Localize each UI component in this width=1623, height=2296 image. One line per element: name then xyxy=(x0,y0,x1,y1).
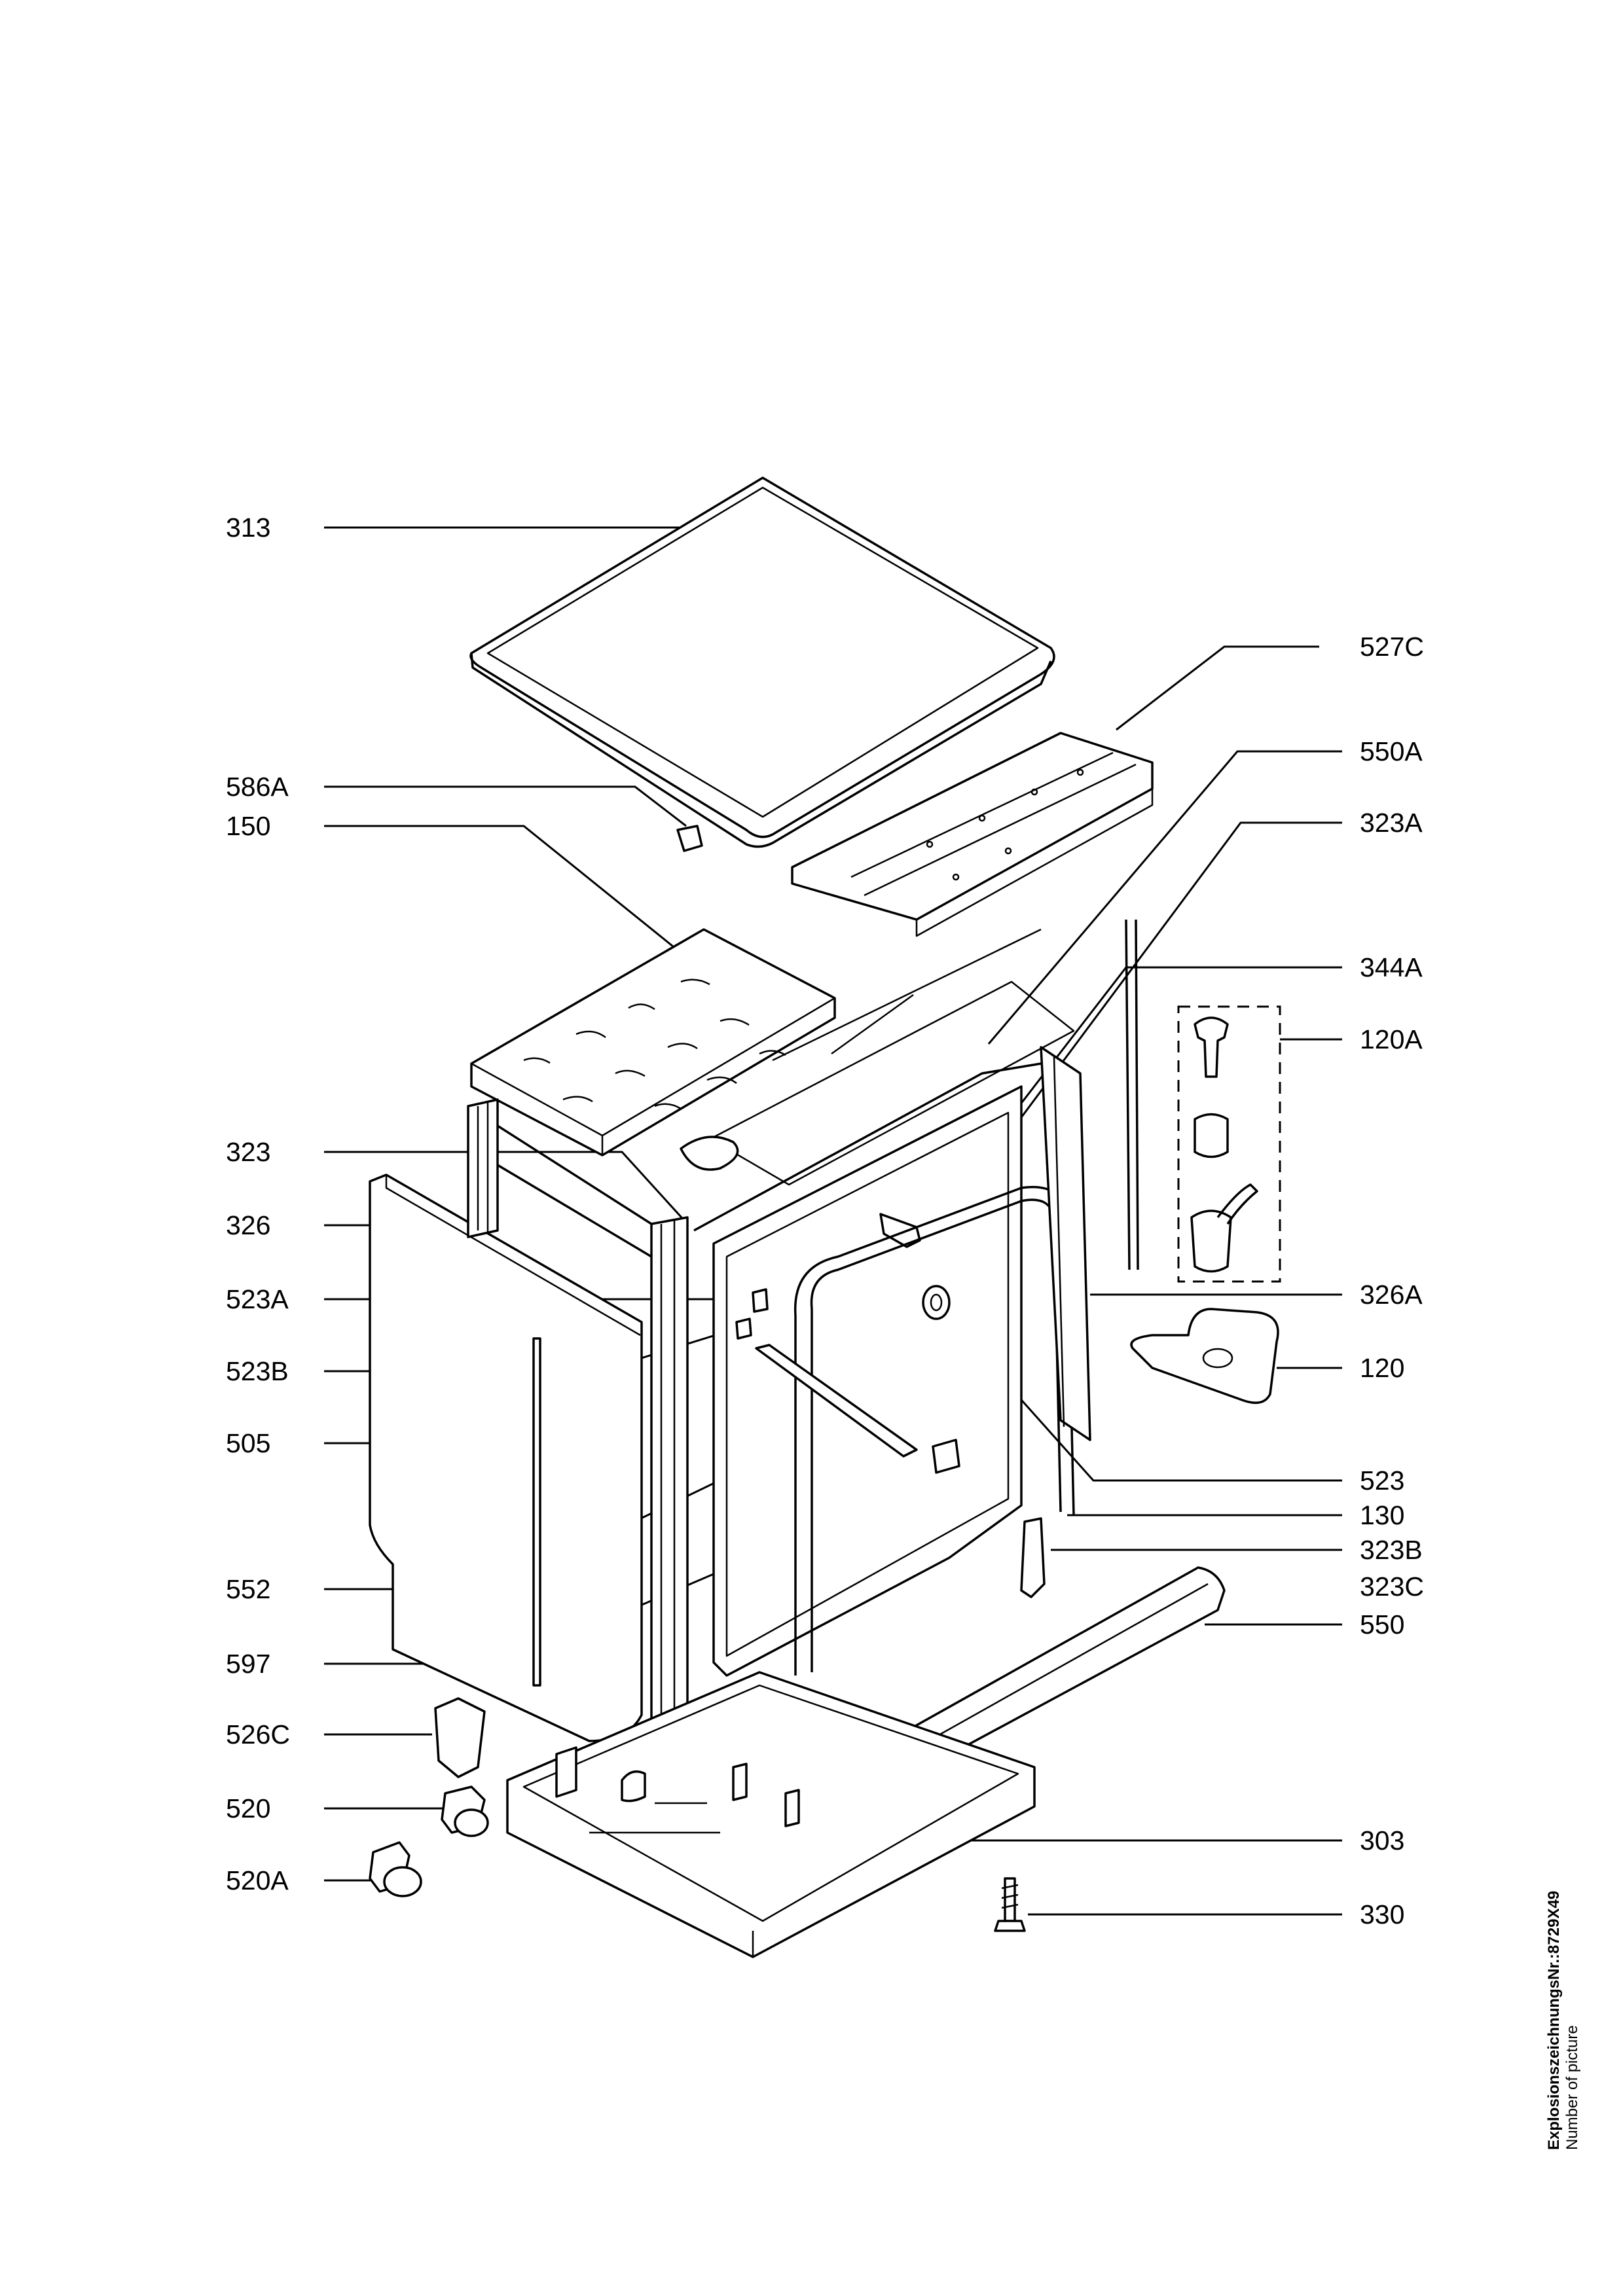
part-527C-bracket xyxy=(791,732,1154,937)
label-323A: 323A xyxy=(1360,808,1423,838)
picture-number-line: ExplosionszeichnungsNr.:8729X49 xyxy=(1545,1891,1563,2150)
label-597: 597 xyxy=(226,1649,270,1679)
label-150: 150 xyxy=(226,811,270,841)
label-523B: 523B xyxy=(226,1356,289,1386)
picture-number-caption: ExplosionszeichnungsNr.:8729X49 Number o… xyxy=(1545,1891,1582,2150)
part-326A-side-panel xyxy=(1040,1046,1091,1441)
label-550A: 550A xyxy=(1360,736,1423,766)
label-523A: 523A xyxy=(226,1284,289,1314)
part-303-base xyxy=(506,1671,1036,1958)
part-120A-accessories xyxy=(1177,1005,1281,1283)
label-330: 330 xyxy=(1360,1899,1404,1929)
leader-527C xyxy=(1116,645,1319,731)
part-313-worktop xyxy=(469,476,1055,848)
label-120: 120 xyxy=(1360,1353,1404,1383)
label-520A: 520A xyxy=(226,1865,289,1895)
part-523-knob xyxy=(922,1285,951,1320)
part-labels: 313 527C 586A 550A 150 323A 344A 120A 32… xyxy=(226,512,1424,1929)
part-586A-clip xyxy=(676,825,703,852)
label-527C: 527C xyxy=(1360,632,1424,662)
part-326-side-panel xyxy=(369,1174,643,1742)
part-323B-323C-brackets xyxy=(1020,1517,1046,1598)
label-323: 323 xyxy=(226,1137,270,1167)
label-130: 130 xyxy=(1360,1500,1404,1530)
part-550A-rod xyxy=(1125,919,1139,1270)
part-526C-bracket xyxy=(434,1697,486,1778)
part-120-filter xyxy=(1130,1308,1279,1405)
part-tub-back xyxy=(680,928,1075,1677)
leader-550A xyxy=(987,750,1342,1045)
caption-line: Number of picture xyxy=(1563,2025,1581,2150)
part-330-screw xyxy=(994,1877,1026,1932)
part-520-foot xyxy=(441,1785,489,1837)
title-prefix: Explosionszeichnungs xyxy=(1545,1979,1563,2150)
label-344A: 344A xyxy=(1360,952,1423,982)
label-526C: 526C xyxy=(226,1719,290,1749)
label-120A: 120A xyxy=(1360,1024,1423,1054)
leader-323 xyxy=(324,1151,689,1225)
label-323C: 323C xyxy=(1360,1571,1424,1602)
part-344A-hook xyxy=(879,1213,921,1248)
label-303: 303 xyxy=(1360,1825,1404,1856)
label-520: 520 xyxy=(226,1793,270,1823)
label-586A: 586A xyxy=(226,772,289,802)
label-505: 505 xyxy=(226,1428,270,1458)
part-505-strip xyxy=(532,1337,541,1687)
label-523: 523 xyxy=(1360,1465,1404,1496)
number-value: 8729X49 xyxy=(1545,1890,1563,1954)
part-150-insulation xyxy=(470,928,836,1157)
label-550: 550 xyxy=(1360,1609,1404,1640)
leader-150 xyxy=(324,825,718,983)
number-label: Nr.: xyxy=(1545,1953,1563,1980)
part-523A-523B-hooks xyxy=(735,1288,769,1340)
label-552: 552 xyxy=(226,1574,270,1604)
label-326: 326 xyxy=(226,1210,270,1240)
label-313: 313 xyxy=(226,512,270,543)
part-520A-foot xyxy=(369,1841,422,1897)
label-323B: 323B xyxy=(1360,1535,1423,1565)
leader-586A xyxy=(324,785,687,827)
part-552-rail xyxy=(755,1344,918,1458)
label-326A: 326A xyxy=(1360,1280,1423,1310)
part-597-bracket xyxy=(932,1439,960,1474)
part-550-rail xyxy=(899,1566,1226,1768)
